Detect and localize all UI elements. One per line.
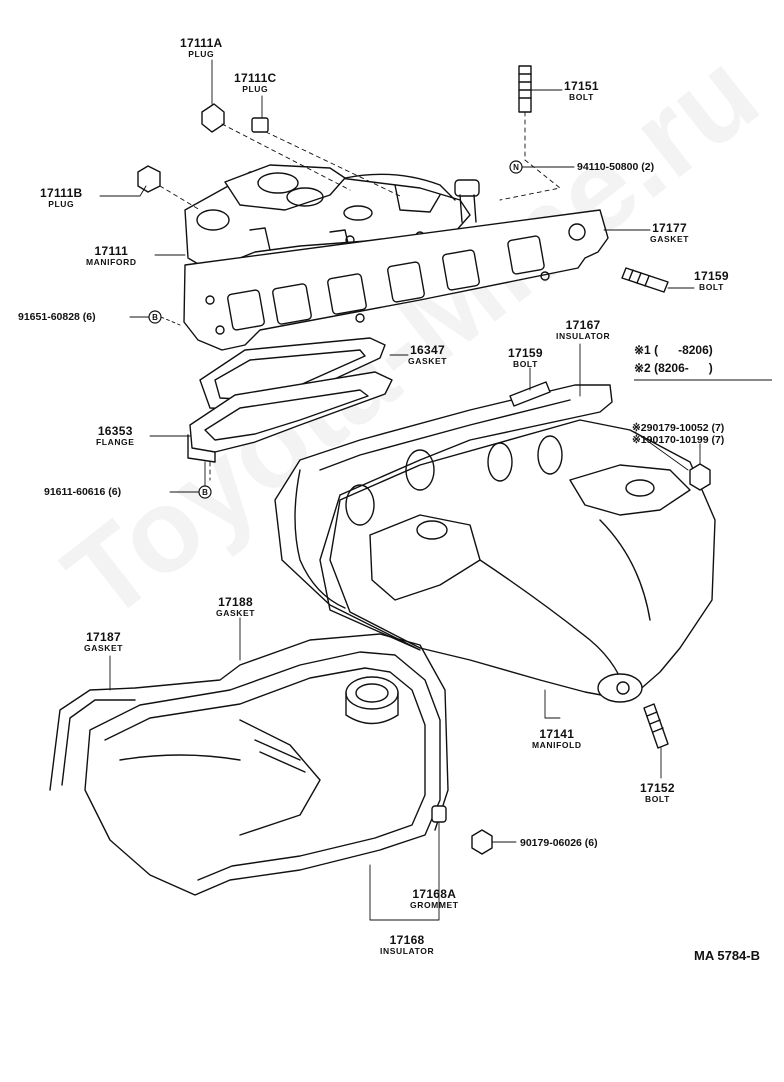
leader-lines	[99, 59, 701, 921]
part-number: 16353	[97, 424, 133, 438]
callout-17111a: 17111A PLUG	[180, 37, 223, 59]
part-name: FLANGE	[96, 437, 135, 447]
callout-17152: 17152 BOLT	[640, 782, 675, 804]
part-number: 17151	[564, 79, 599, 93]
callout-17159-lower: 17159 BOLT	[508, 347, 543, 369]
legend-mark-2: ※2	[634, 361, 651, 375]
part-number-91651-60828: 91651-60828 (6)	[18, 311, 96, 323]
callout-16347: 16347 GASKET	[408, 344, 447, 366]
part-name: BOLT	[568, 92, 594, 102]
gasket-16347-and-flange-16353	[187, 337, 393, 463]
grommet-17168a-drawing	[431, 805, 447, 823]
part-number: 17111C	[234, 71, 277, 85]
legend-mark-1: ※1	[634, 343, 651, 357]
legend-range-2: (8206- )	[654, 361, 713, 375]
callout-17168: 17168 INSULATOR	[380, 934, 434, 956]
part-number: 17111B	[40, 186, 83, 200]
part-name: INSULATOR	[380, 946, 435, 956]
callout-17187: 17187 GASKET	[84, 631, 123, 653]
marker-b-text: B	[152, 313, 158, 322]
marker-b-text-2: B	[202, 488, 208, 497]
callout-17159-upper: 17159 BOLT	[694, 270, 729, 292]
part-name: PLUG	[242, 84, 269, 94]
part-number-90179-10052: ※290179-10052 (7)	[632, 422, 725, 434]
gaskets-17187-17188	[49, 633, 449, 831]
part-name: GROMMET	[410, 900, 459, 910]
part-name: PLUG	[188, 49, 215, 59]
part-number: 17188	[218, 595, 253, 609]
part-number: 17168A	[412, 887, 457, 901]
diagram-reference-code: MA 5784-B	[694, 948, 760, 963]
part-number: 16347	[410, 343, 445, 357]
part-number: 17141	[539, 727, 575, 741]
part-number: 17187	[86, 630, 121, 644]
insulator-17168	[84, 651, 441, 896]
part-number-91611-60616: 91611-60616 (6)	[44, 486, 122, 498]
part-name: GASKET	[408, 356, 448, 366]
plug-17111b-drawing	[137, 165, 161, 193]
part-number: 17168	[389, 933, 425, 947]
callout-17168a: 17168A GROMMET	[410, 888, 459, 910]
intake-manifold-drawing	[184, 164, 480, 269]
part-number: 17111	[94, 244, 129, 258]
part-name: GASKET	[650, 234, 690, 244]
circle-markers	[148, 160, 523, 499]
insulator-17167	[274, 384, 613, 651]
callout-17177: 17177 GASKET	[650, 222, 689, 244]
plug-17111a-drawing	[201, 103, 225, 133]
part-number: 17159	[508, 346, 543, 360]
dashed-assembly-lines	[159, 111, 561, 481]
callout-16353: 16353 FLANGE	[96, 425, 135, 447]
plug-17111c-drawing	[251, 117, 269, 133]
bolt-17151-drawing	[518, 65, 532, 113]
callout-17151: 17151 BOLT	[564, 80, 599, 102]
part-name: BOLT	[644, 794, 670, 804]
nut-90179-06026-drawing	[471, 829, 493, 855]
part-number: 17167	[565, 318, 601, 332]
callout-17111: 17111 MANIFORD	[86, 245, 137, 267]
part-number: 17152	[640, 781, 675, 795]
part-name: MANIFOLD	[532, 740, 582, 750]
callout-17141: 17141 MANIFOLD	[532, 728, 582, 750]
nut-90179-drawing	[689, 463, 711, 491]
callout-17111c: 17111C PLUG	[234, 72, 277, 94]
part-number: 17177	[652, 221, 687, 235]
callout-17167: 17167 INSULATOR	[556, 319, 610, 341]
bolt-17159-lower-drawing	[509, 381, 551, 407]
marker-n-text: N	[513, 163, 519, 172]
part-name: BOLT	[512, 359, 538, 369]
manifold-gasket-17177	[183, 209, 609, 351]
part-name: GASKET	[84, 643, 124, 653]
part-number-90170-10199: ※190170-10199 (7)	[632, 434, 725, 446]
callout-17111b: 17111B PLUG	[40, 187, 83, 209]
part-name: GASKET	[216, 608, 256, 618]
legend-row-2: ※2 (8206- )	[634, 361, 713, 375]
bolt-17159-upper-drawing	[621, 267, 669, 293]
part-name: MANIFORD	[86, 257, 137, 267]
legend-range-1: ( -8206)	[654, 343, 713, 357]
callout-17188: 17188 GASKET	[216, 596, 255, 618]
part-number: 17159	[694, 269, 729, 283]
part-name: PLUG	[48, 199, 75, 209]
part-number: 17111A	[180, 36, 223, 50]
legend-underline	[634, 379, 772, 381]
bolt-17152-drawing	[643, 703, 669, 749]
part-number-90179-06026: 90179-06026 (6)	[520, 837, 598, 849]
part-number-94110-50800: 94110-50800 (2)	[577, 161, 655, 173]
exhaust-manifold-17141	[329, 419, 716, 703]
part-name: INSULATOR	[556, 331, 611, 341]
part-name: BOLT	[698, 282, 724, 292]
legend-row-1: ※1 ( -8206)	[634, 343, 713, 357]
